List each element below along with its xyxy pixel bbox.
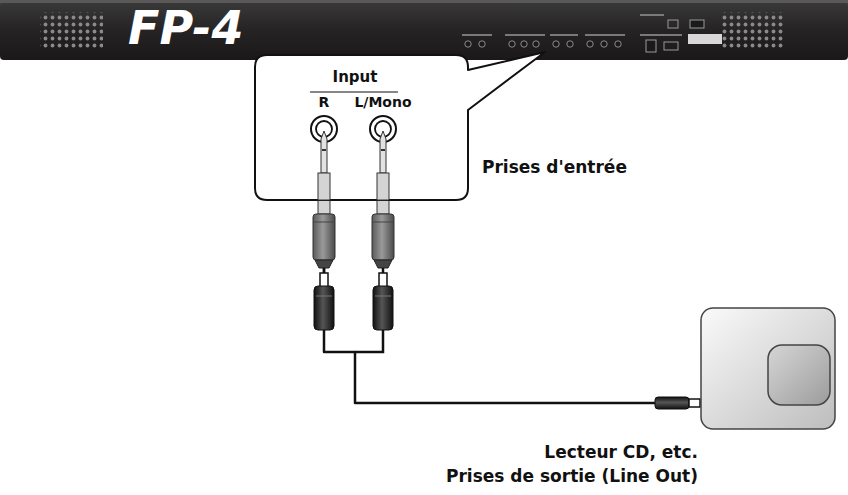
- piano-rear-panel: FP-4: [0, 0, 848, 60]
- rca-plug: [373, 273, 393, 330]
- callout-border: [255, 52, 545, 200]
- jack-plug: [372, 200, 394, 274]
- speaker-grille: [722, 12, 785, 48]
- jack-plug: [313, 200, 335, 274]
- cd-player-door: [768, 345, 830, 405]
- rca-plug: [655, 397, 700, 409]
- device-name: Lecteur CD, etc.: [544, 443, 698, 463]
- jack-label: L/Mono: [354, 94, 411, 110]
- cd-player-outline: [700, 307, 836, 470]
- panel-edge: [0, 0, 848, 3]
- plug-tip: [318, 131, 330, 200]
- cd-player-body: [701, 308, 835, 429]
- speaker-grille: [40, 12, 103, 48]
- group-underline: [310, 91, 398, 92]
- jack-caption: Prises d'entrée: [482, 158, 627, 178]
- rca-plug: [314, 273, 334, 330]
- zoom-callout: InputR L/Mono: [255, 55, 468, 200]
- jack-caption: Prises de sortie (Line Out): [446, 467, 698, 487]
- cable-wire: [355, 330, 383, 352]
- cd-player: Lecteur CD, etc.Prises de sortie (Line O…: [700, 307, 836, 470]
- panel-connectors: [462, 14, 722, 52]
- panel-body: [0, 0, 848, 60]
- jack-group-label: Input: [333, 69, 378, 86]
- audio-cable: [324, 200, 700, 403]
- model-name: FP-4: [128, 2, 243, 55]
- jack-label: R: [319, 94, 330, 110]
- piano-rear-panel-outline: [0, 0, 848, 60]
- plug-tip: [377, 131, 389, 200]
